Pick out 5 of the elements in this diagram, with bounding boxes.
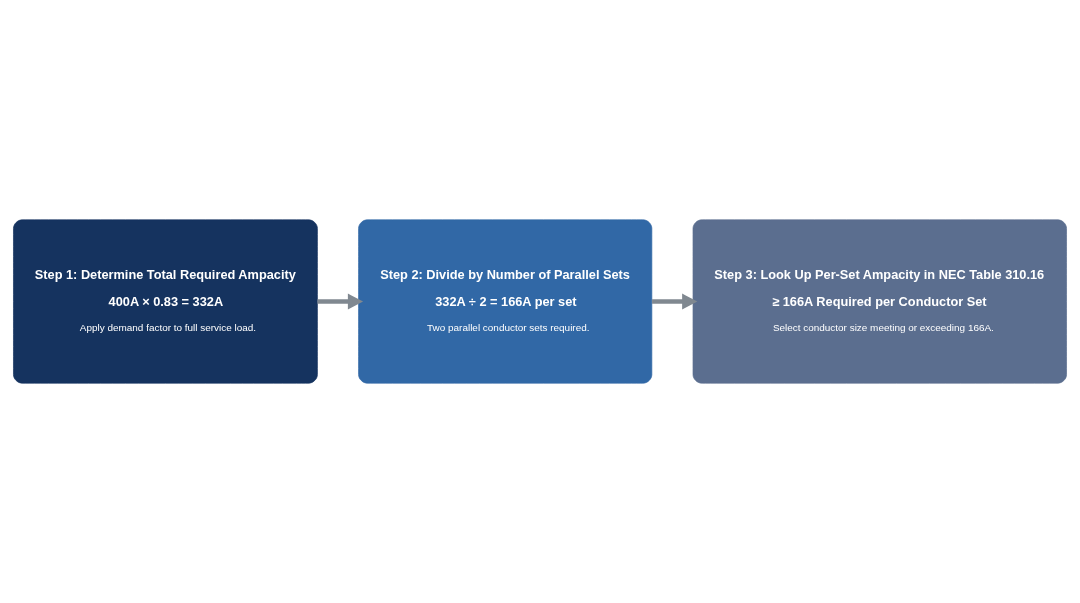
node-box: Step 2: Divide by Number of Parallel Sets 332A ÷ 2 = 166A per set Two parallel conductor sets required.: [358, 219, 653, 384]
arrow: [317, 293, 364, 310]
node-box: Step 3: Look Up Per-Set Ampacity in NEC Table 310.16 ≥ 166A Required per Conductor Set Select conductor size meeting or exceeding 166A.: [692, 219, 1067, 384]
arrow: [652, 293, 698, 310]
node-box: Step 1: Determine Total Required Ampacity 400A × 0.83 = 332A Apply demand factor to full service load.: [13, 219, 318, 384]
